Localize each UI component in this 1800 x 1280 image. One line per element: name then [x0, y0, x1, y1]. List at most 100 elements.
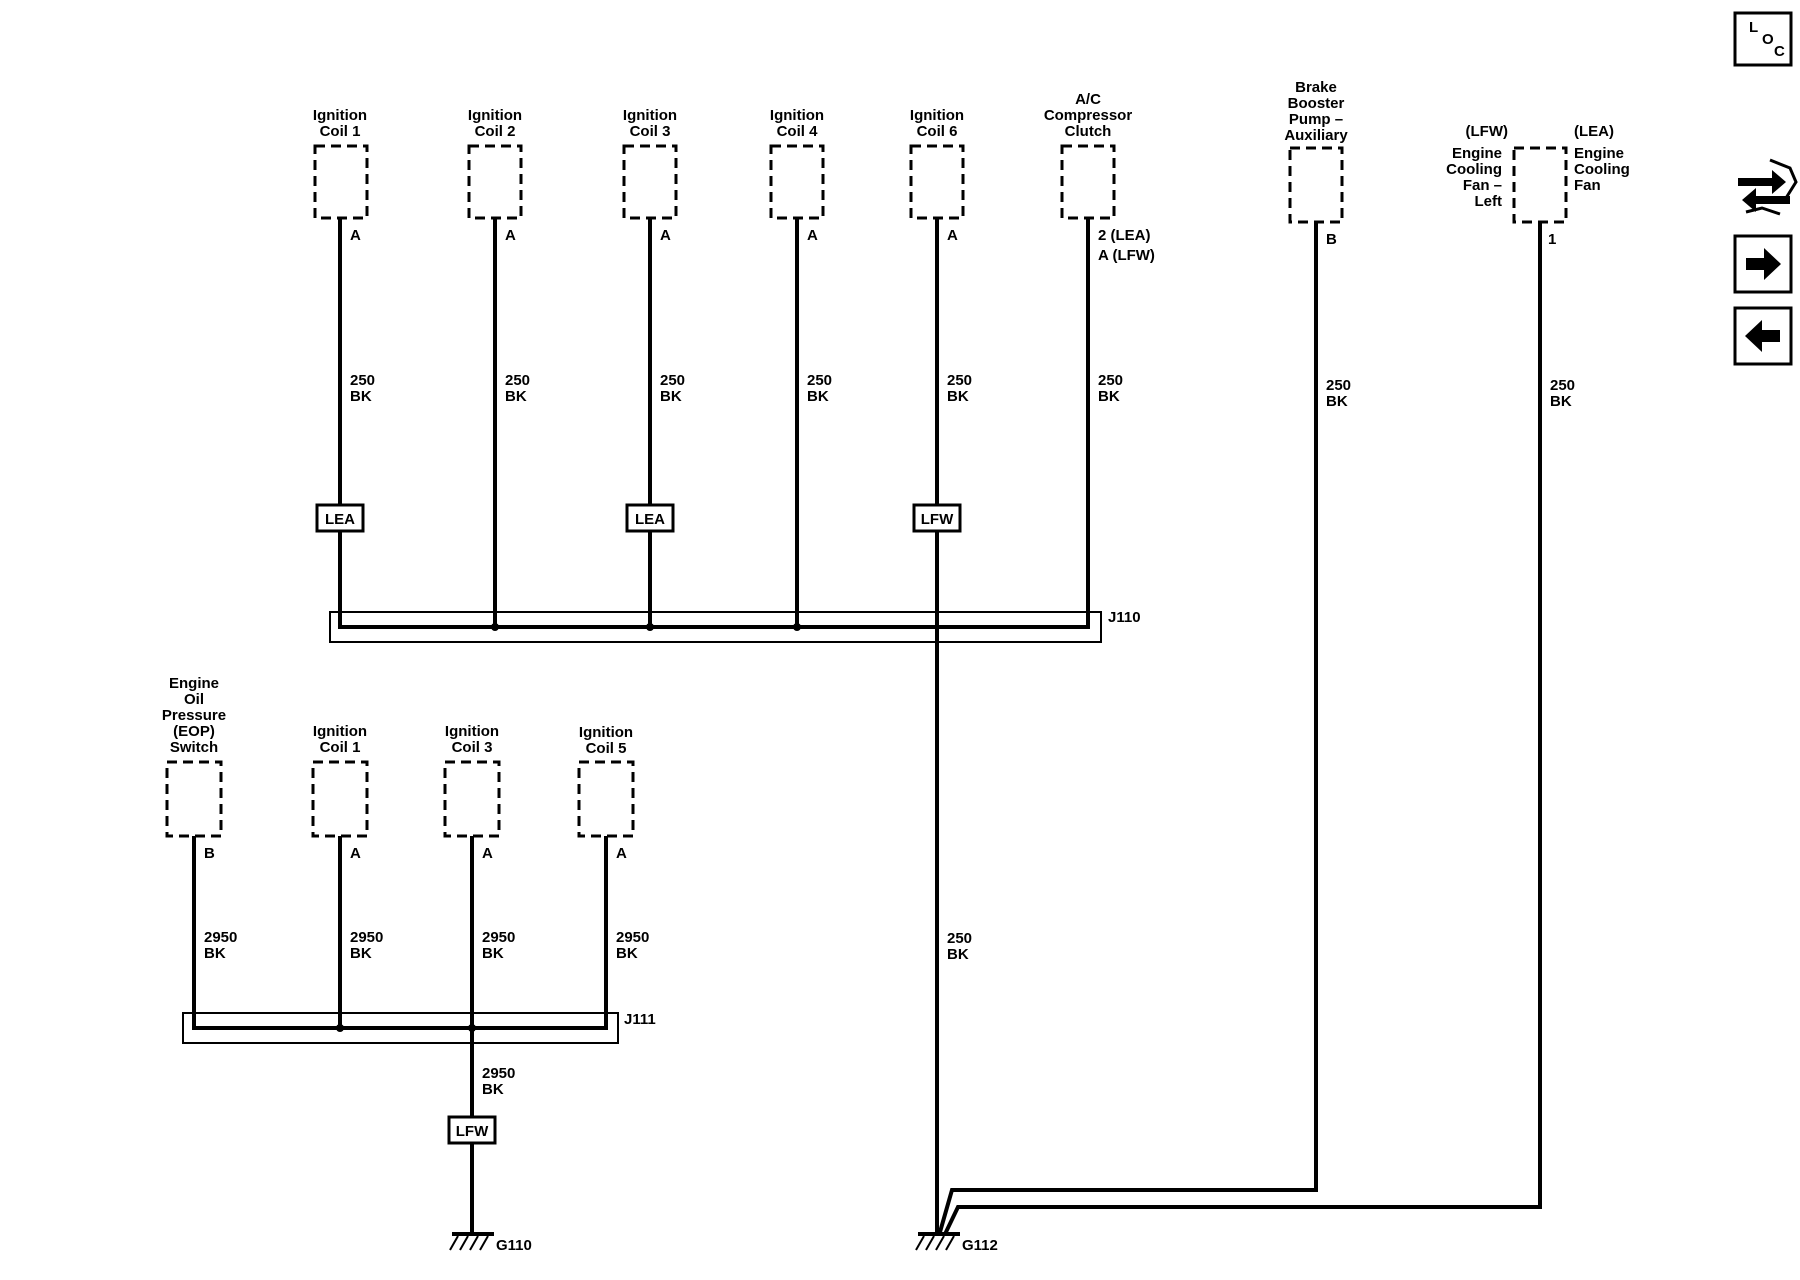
option-box — [625, 503, 675, 533]
ground-label: G110 — [496, 1237, 532, 1254]
component-label: Ignition — [910, 107, 964, 124]
wire-gauge-label: 250 — [350, 372, 375, 389]
component-box — [622, 144, 678, 220]
component-label: Ignition — [313, 723, 367, 740]
component-label: (LEA) — [1574, 123, 1614, 140]
component-label: Fan – — [1463, 177, 1502, 194]
ground-hatch — [935, 1235, 945, 1251]
wire-color-label: BK — [1326, 393, 1348, 410]
wire-color-label: BK — [660, 388, 682, 405]
ground-hatch — [915, 1235, 925, 1251]
wire-color-label: BK — [807, 388, 829, 405]
component-box — [1288, 146, 1344, 224]
wire-color-label: BK — [1098, 388, 1120, 405]
splice-node — [491, 623, 499, 631]
pin-label: A — [350, 845, 361, 862]
component-ignition-coil-4-top: Ignition Coil 4 A 250 BK — [769, 107, 832, 629]
component-label: (EOP) — [173, 723, 215, 740]
wire-color-label: BK — [482, 945, 504, 962]
component-label: Ignition — [313, 107, 367, 124]
component-label: Engine — [1574, 145, 1624, 162]
component-ignition-coil-2-top: Ignition Coil 2 A 250 BK — [467, 107, 530, 629]
splice-label: J111 — [624, 1011, 656, 1028]
pin-label: A — [616, 845, 627, 862]
wire-color-label: BK — [204, 945, 226, 962]
arrow-right-icon[interactable] — [1733, 234, 1793, 294]
wire-color-label: BK — [350, 945, 372, 962]
pin-label: B — [1326, 231, 1337, 248]
component-ignition-coil-5-bottom: Ignition Coil 5 A 2950 BK — [577, 724, 649, 1030]
component-box — [1060, 144, 1116, 220]
pin-label: A — [505, 227, 516, 244]
option-label: LFW — [456, 1123, 489, 1140]
component-ignition-coil-1-top: Ignition Coil 1 A 250 BK LEA — [313, 107, 375, 629]
pin-label: A — [807, 227, 818, 244]
component-label: Coil 6 — [917, 123, 958, 140]
wire-gauge-label: 250 — [1098, 372, 1123, 389]
component-label: Ignition — [468, 107, 522, 124]
wire-color-label: BK — [505, 388, 527, 405]
wire — [943, 222, 1542, 1235]
pin-label: 1 — [1548, 231, 1556, 248]
loc-letter-l: L — [1749, 19, 1758, 36]
option-label: LEA — [325, 511, 355, 528]
wire-gauge-label: 250 — [947, 372, 972, 389]
location-icon[interactable]: L O C — [1733, 11, 1793, 67]
wire-gauge-label: 250 — [1550, 377, 1575, 394]
component-label: Ignition — [623, 107, 677, 124]
splice-j110: J110 — [329, 609, 1141, 643]
component-box — [313, 144, 369, 220]
wire-gauge-label: 2950 — [482, 1065, 515, 1082]
component-eop-switch: Engine Oil Pressure (EOP) Switch B 2950 … — [162, 675, 237, 1030]
wire-color-label: BK — [616, 945, 638, 962]
component-label: Engine — [1452, 145, 1502, 162]
splice-node — [468, 1024, 476, 1032]
pin-label: 2 (LEA) — [1098, 227, 1151, 244]
ground-hatch — [925, 1235, 935, 1251]
wire-color-label: BK — [947, 946, 969, 963]
component-label: Oil — [184, 691, 204, 708]
splice-box — [182, 1012, 619, 1044]
wire-gauge-label: 250 — [1326, 377, 1351, 394]
component-label: Cooling — [1446, 161, 1502, 178]
component-label: Booster — [1288, 95, 1345, 112]
loc-letter-c: C — [1774, 43, 1785, 60]
component-label: Left — [1475, 193, 1503, 210]
component-ignition-coil-6-top: Ignition Coil 6 A 250 BK LFW — [909, 107, 972, 1234]
wire-gauge-label: 250 — [947, 930, 972, 947]
component-label: Coil 1 — [320, 739, 361, 756]
component-label: Engine — [169, 675, 219, 692]
option-label: LEA — [635, 511, 665, 528]
connector-icon[interactable] — [1738, 158, 1798, 216]
option-label: LFW — [921, 511, 954, 528]
component-label: A/C — [1075, 91, 1101, 108]
splice-node — [336, 1024, 344, 1032]
component-label: Coil 1 — [320, 123, 361, 140]
wire-color-label: BK — [1550, 393, 1572, 410]
component-label: Ignition — [579, 724, 633, 741]
component-label: Coil 5 — [586, 740, 627, 757]
ground-hatch — [479, 1235, 489, 1251]
component-label: Ignition — [445, 723, 499, 740]
component-box — [311, 760, 369, 838]
wire-gauge-label: 2950 — [204, 929, 237, 946]
splice-label: J110 — [1108, 609, 1141, 626]
component-label: Ignition — [770, 107, 824, 124]
wire-gauge-label: 250 — [505, 372, 530, 389]
splice-node — [646, 623, 654, 631]
pin-label: A — [482, 845, 493, 862]
component-label: Brake — [1295, 79, 1337, 96]
component-box — [909, 144, 965, 220]
wire-color-label: BK — [947, 388, 969, 405]
component-label: (LFW) — [1466, 123, 1508, 140]
component-ac-compressor-clutch: A/C Compressor Clutch 2 (LEA) A (LFW) 25… — [1044, 91, 1155, 629]
loc-letter-o: O — [1762, 31, 1774, 48]
splice-box — [329, 611, 1102, 643]
arrow-left-icon[interactable] — [1733, 306, 1793, 366]
component-box — [467, 144, 523, 220]
component-label: Pressure — [162, 707, 226, 724]
component-brake-booster-pump: Brake Booster Pump – Auxiliary B 250 BK — [1284, 79, 1351, 410]
wire-color-label: BK — [350, 388, 372, 405]
ground-hatch — [449, 1235, 459, 1251]
